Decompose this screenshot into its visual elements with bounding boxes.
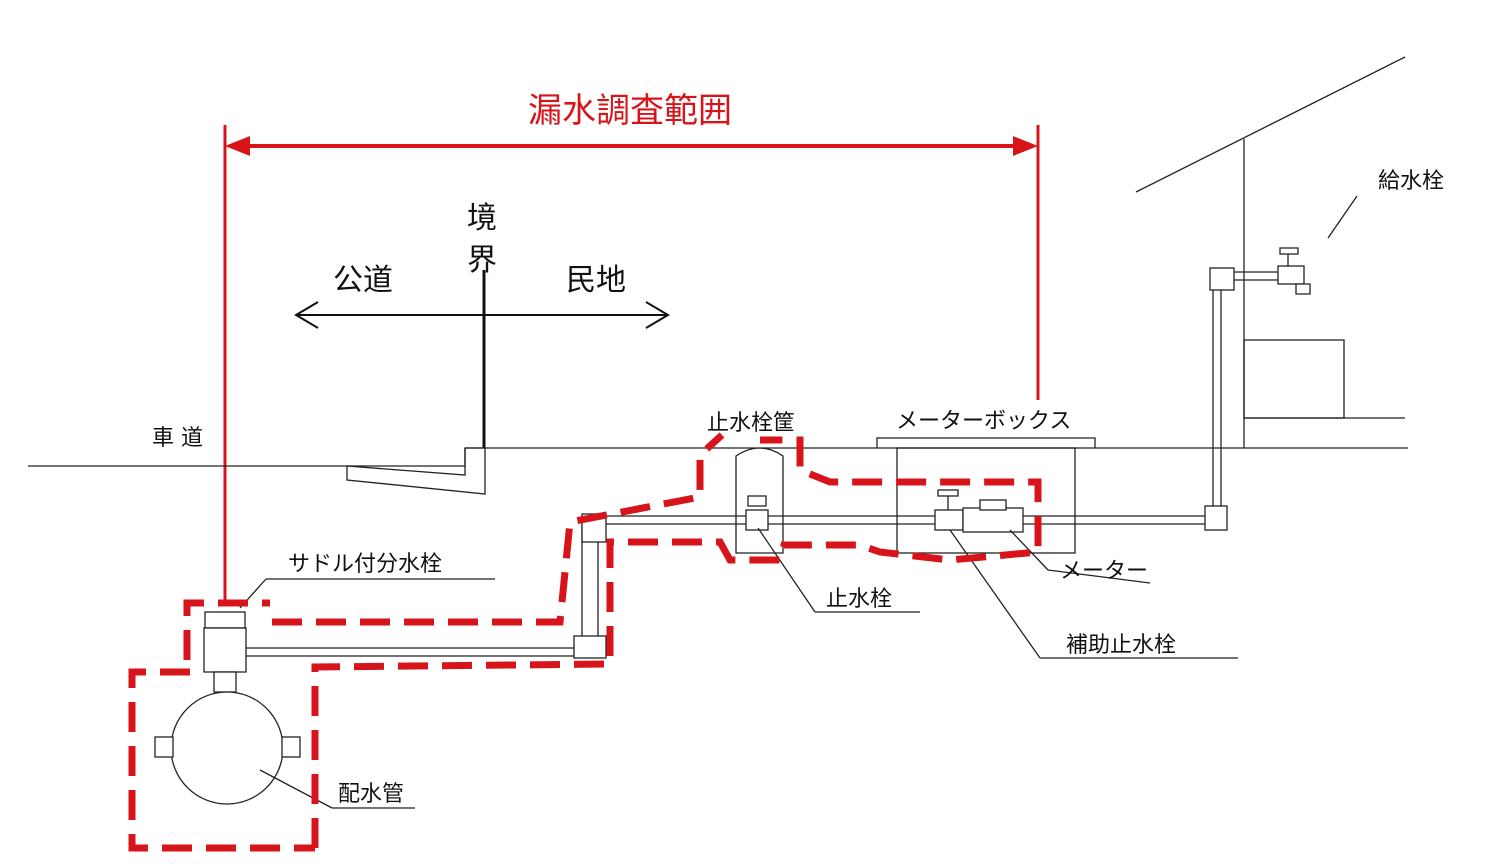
ground-profile: 車 道 [28, 426, 1408, 495]
flange-bolt-right [281, 736, 301, 758]
supply-faucet-leader [1327, 195, 1358, 239]
outdoor-unit [1243, 339, 1345, 419]
saddle-valve-cap [204, 611, 246, 629]
dash-upper-path [272, 432, 725, 626]
saddle-valve-neck [213, 671, 237, 693]
arrow-right-icon [645, 301, 670, 329]
stop-valve-label: 止水栓 [826, 587, 892, 612]
public-road-label: 公道 [333, 263, 393, 298]
elbow-fitting-riser-top [1209, 267, 1235, 291]
arrow-left-icon [294, 301, 319, 329]
dash-saddle-top [183, 599, 270, 660]
distribution-main: サドル付分水栓 配水管 [154, 552, 495, 809]
distribution-pipe-icon [170, 691, 284, 805]
arrowhead-right-icon [1013, 136, 1038, 156]
house [1135, 56, 1406, 448]
faucet: 給水栓 [1277, 169, 1444, 295]
dash-lower-path [311, 436, 1042, 848]
private-land-label: 民地 [566, 263, 626, 298]
arrowhead-left-icon [225, 136, 250, 156]
stop-valve-box: 止水栓筐 止水栓 [707, 411, 920, 613]
water-meter-dial [979, 499, 1007, 511]
stop-valve-box-outline [735, 447, 784, 554]
pipe-segment-lower [245, 520, 583, 649]
faucet-handle-icon [1279, 247, 1299, 255]
stop-valve-box-label: 止水栓筐 [707, 411, 795, 436]
stop-valve-leader [757, 527, 816, 613]
aux-stop-valve-icon [934, 509, 964, 531]
faucet-spout [1295, 283, 1311, 295]
road-label: 車 道 [152, 426, 203, 451]
service-pipe [245, 267, 1278, 659]
meter-box: メーターボックス メーター 補助止水栓 [876, 409, 1238, 659]
meter-label: メーター [1060, 559, 1148, 584]
saddle-valve-label: サドル付分水栓 [288, 552, 442, 577]
supply-faucet-label: 給水栓 [1378, 169, 1444, 194]
meter-leader-underline [1047, 569, 1151, 584]
aux-stop-valve-handle [937, 489, 959, 497]
meter-box-lid [876, 437, 1096, 448]
elbow-fitting-riser-bottom [1204, 505, 1228, 531]
boundary-label-bottom: 界 [467, 243, 497, 278]
survey-range-arrow [223, 125, 1040, 600]
distribution-pipe-label: 配水管 [338, 782, 404, 807]
aux-stop-valve-label: 補助止水栓 [1066, 633, 1176, 658]
dash-pipe-box [128, 668, 315, 852]
survey-range-title: 漏水調査範囲 [528, 91, 732, 131]
meter-box-outline [896, 447, 1076, 554]
stop-valve-icon [745, 509, 769, 531]
roof-line [1135, 56, 1406, 193]
gutter-block [346, 447, 486, 495]
boundary-indicator: 境 界 公道 民地 [294, 201, 670, 448]
meter-box-label: メーターボックス [896, 409, 1071, 434]
flange-bolt-left [154, 736, 174, 758]
water-meter-icon [962, 507, 1024, 533]
boundary-label-top: 境 [467, 201, 497, 236]
distribution-pipe-leader [259, 769, 333, 809]
pipe-segment-lower-outer [245, 520, 599, 657]
stop-valve-handle [747, 495, 767, 507]
survey-area-dashed-outline [128, 432, 1042, 852]
aux-stop-valve-leader [949, 529, 1041, 659]
saddle-valve-icon [203, 627, 247, 673]
faucet-body [1277, 265, 1305, 285]
elbow-fitting-lower [573, 635, 607, 659]
